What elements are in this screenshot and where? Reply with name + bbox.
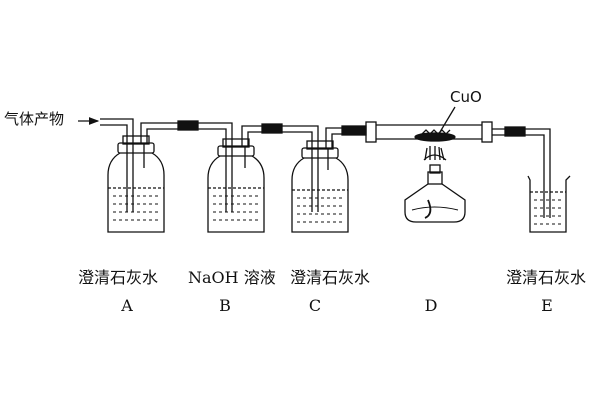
solution-label-a: 澄清石灰水 [78, 268, 159, 287]
connector-ab [177, 120, 199, 131]
connector-de [504, 126, 526, 137]
solution-label-b: NaOH 溶液 [188, 268, 276, 287]
bottle-a [107, 135, 165, 233]
station-letter-b: B [219, 296, 231, 315]
cuo-pointer [439, 106, 456, 133]
station-letter-d: D [424, 296, 438, 315]
tube-a-b [140, 122, 178, 144]
inlet-label: 气体产物 [4, 110, 65, 128]
bottle-c [291, 140, 349, 233]
tube-c-d [325, 127, 342, 149]
combustion-tube [365, 121, 493, 143]
tube-b-c [241, 125, 262, 147]
station-letter-c: C [308, 296, 322, 315]
bottle-b [207, 138, 265, 233]
connector-bc [261, 123, 283, 134]
cuo-label: CuO [450, 88, 482, 106]
station-letter-e: E [541, 296, 553, 315]
alcohol-lamp [404, 146, 466, 223]
solution-label-e: 澄清石灰水 [506, 268, 587, 287]
solution-label-c: 澄清石灰水 [290, 268, 371, 287]
tube-d-e [525, 128, 551, 218]
station-letter-a: A [121, 296, 133, 315]
inlet-tube [100, 118, 134, 212]
beaker-e [527, 175, 571, 233]
connector-cd [341, 125, 367, 136]
